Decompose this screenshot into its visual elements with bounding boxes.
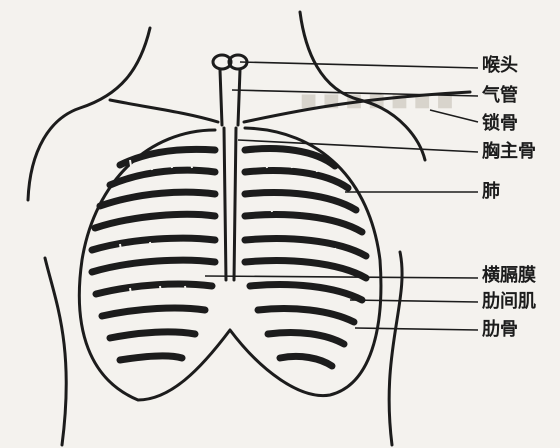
right-clavicle: [244, 92, 470, 122]
label-trachea: 气管: [482, 86, 518, 106]
label-rib: 肋骨: [482, 320, 518, 340]
sternum-shape: [224, 128, 236, 280]
right-torso-outline: [389, 252, 402, 445]
left-torso-outline: [45, 258, 66, 445]
label-larynx: 喉头: [482, 56, 518, 76]
left-rib-bands: [92, 149, 215, 360]
right-rib-bands: [245, 149, 366, 366]
label-sternum: 胸主骨: [482, 142, 536, 162]
right-neck-outline: [300, 12, 425, 160]
label-intercostal-muscle: 肋间肌: [482, 292, 536, 312]
label-lung: 肺: [482, 182, 500, 202]
left-clavicle: [110, 100, 218, 122]
label-diaphragm: 横膈膜: [482, 266, 536, 286]
label-clavicle: 锁骨: [482, 114, 518, 134]
